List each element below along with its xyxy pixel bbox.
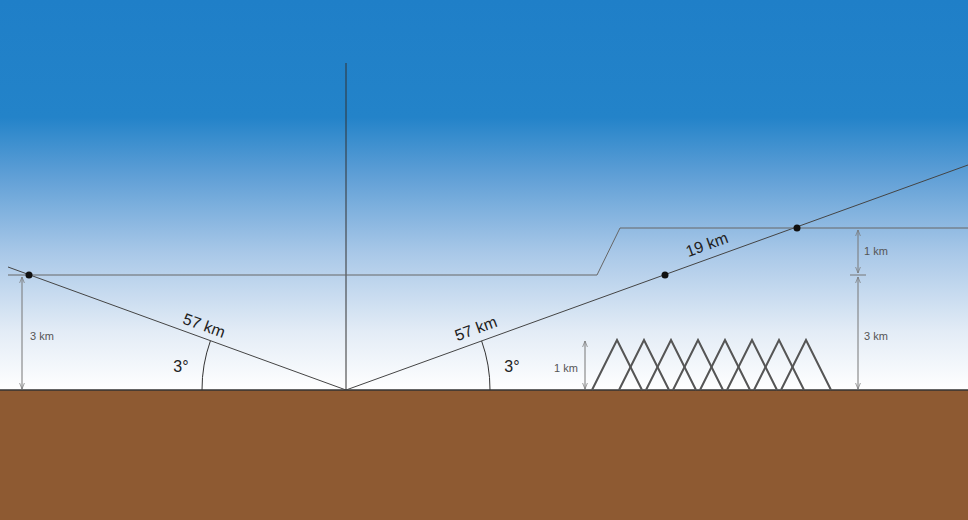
mountain-outline (781, 340, 831, 390)
mountain-outline (754, 340, 804, 390)
dimension-line (858, 230, 859, 273)
mountain-outline (619, 340, 669, 390)
dimension-tick (850, 275, 866, 276)
right-ray (346, 165, 968, 390)
sky (0, 0, 968, 390)
point (794, 225, 801, 232)
mountain-outline (592, 340, 642, 390)
ground (0, 390, 968, 520)
mountain-outline (700, 340, 750, 390)
left-ray (8, 267, 346, 390)
dimension-label: 1 km (554, 363, 578, 374)
dimension-line (858, 277, 859, 389)
angle-label: 3° (504, 359, 519, 375)
angle-arc (202, 341, 210, 390)
angle-label: 3° (173, 359, 188, 375)
angle-arc (482, 341, 490, 390)
point (662, 272, 669, 279)
mountain-outline (727, 340, 777, 390)
dimension-label: 3 km (30, 331, 54, 342)
layer-outline (8, 228, 968, 275)
dimension-label: 3 km (864, 331, 888, 342)
vertical-line (346, 63, 347, 390)
point (26, 272, 33, 279)
horizon-line (0, 389, 968, 391)
dimension-line (22, 277, 23, 389)
mountains (592, 340, 831, 390)
dimension-label: 1 km (864, 246, 888, 257)
mountain-outline (646, 340, 696, 390)
dimension-line (585, 341, 586, 389)
mountain-outline (673, 340, 723, 390)
